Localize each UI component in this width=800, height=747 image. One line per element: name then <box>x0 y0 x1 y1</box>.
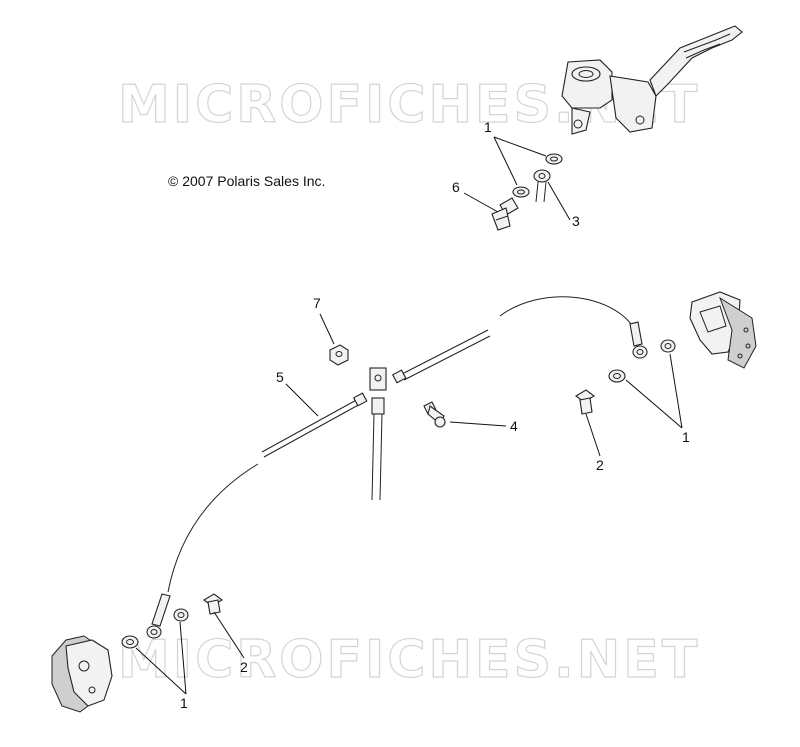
callout-4: 4 <box>510 418 518 434</box>
right-caliper <box>689 291 757 369</box>
washer-top-1 <box>545 153 563 165</box>
callout-6: 6 <box>452 179 460 195</box>
left-caliper <box>51 635 113 713</box>
nut <box>329 344 349 366</box>
washer-right-2 <box>608 369 626 383</box>
banjo-bolt-top <box>491 197 519 231</box>
brake-line <box>146 296 648 639</box>
callout-1-left: 1 <box>180 695 188 711</box>
copyright-text: © 2007 Polaris Sales Inc. <box>168 173 325 189</box>
banjo-fitting-top <box>533 169 551 203</box>
callout-5: 5 <box>276 369 284 385</box>
washer-left-2 <box>121 635 139 649</box>
tee-block <box>369 367 387 391</box>
callout-7: 7 <box>313 295 321 311</box>
washer-left-1 <box>173 608 189 622</box>
bolt-left <box>203 593 223 615</box>
washer-top-2 <box>512 186 530 198</box>
callout-1-right: 1 <box>682 429 690 445</box>
bolt-right <box>575 389 595 415</box>
brake-lever <box>649 25 743 97</box>
bolt-4 <box>423 401 446 428</box>
washer-right-1 <box>660 339 676 353</box>
callout-1-top: 1 <box>484 119 492 135</box>
callout-2-right: 2 <box>596 457 604 473</box>
master-cylinder <box>561 59 657 135</box>
watermark-bottom: MICROFICHES.NET <box>118 630 700 690</box>
callout-2-left: 2 <box>240 659 248 675</box>
callout-3: 3 <box>572 213 580 229</box>
